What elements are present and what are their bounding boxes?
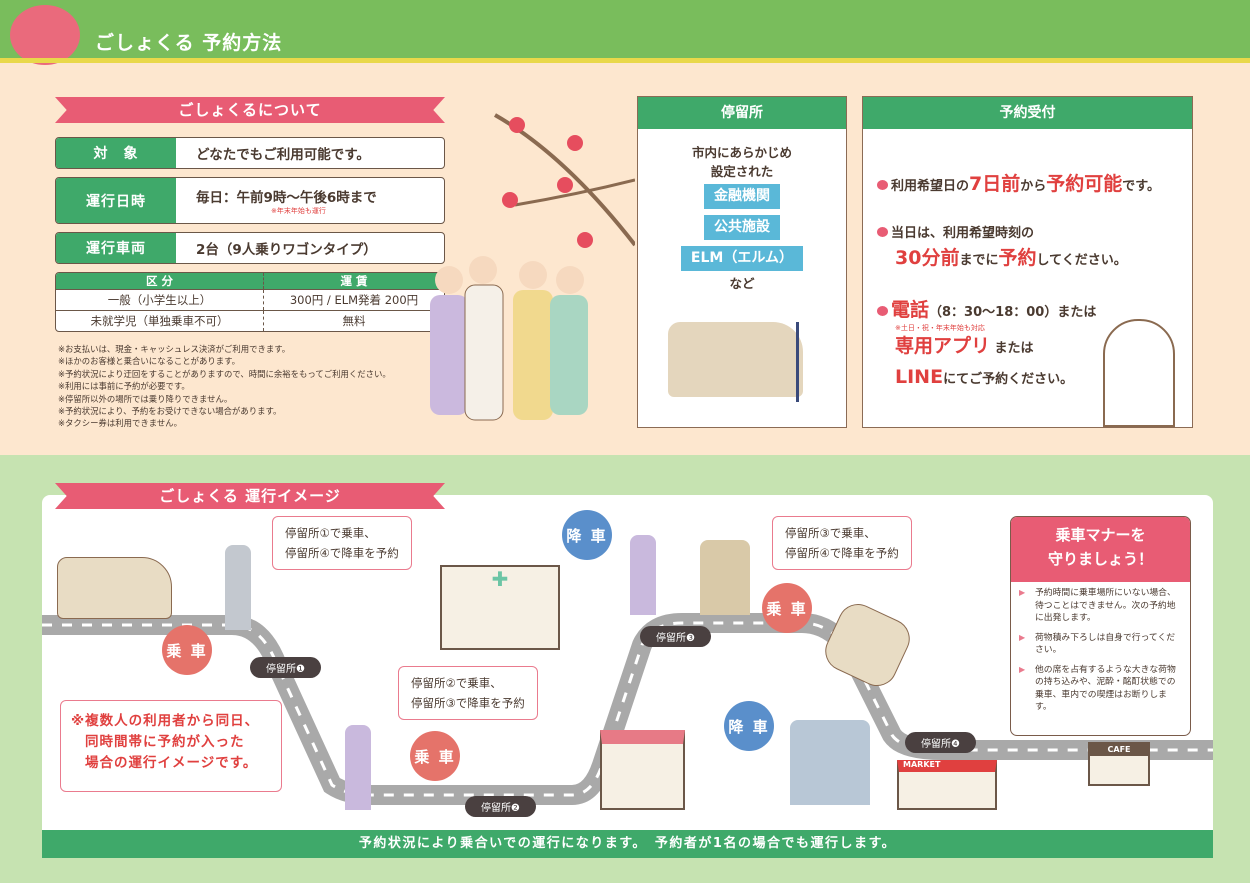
fare-cell: 一般（小学生以上） [56, 290, 264, 310]
phone-person-illustration [1103, 319, 1175, 427]
bullet-icon [877, 180, 888, 190]
speech-bubble: 停留所③で乗車、停留所④で降車を予約 [772, 516, 912, 570]
stops-etc: など [729, 276, 755, 291]
fare-header: 運 賃 [340, 274, 368, 288]
operation-ribbon: ごしょくる 運行イメージ [55, 483, 445, 509]
hours-row: 運行日時 毎日：午前9時～午後6時まで※年末年始も運行 [55, 177, 445, 224]
manners-title: 守りましょう！ [1047, 550, 1153, 568]
people-illustration [700, 540, 750, 615]
apple-icon [10, 5, 80, 65]
stops-box: 停留所 市内にあらかじめ 設定された 金融機関 公共施設 ELM（エルム） など [637, 96, 847, 428]
table-row: 一般（小学生以上） 300円 / ELM発着 200円 [56, 289, 444, 310]
van-illustration [57, 557, 172, 619]
manner-item: 他の席を占有するような大きな荷物の持ち込みや、泥酔・酩酊状態での乗車、車内での喫… [1011, 659, 1190, 716]
header-band [0, 0, 1250, 58]
row-note: ※年末年始も運行 [271, 206, 326, 215]
stops-intro: 市内にあらかじめ [691, 145, 792, 160]
fare-cell: 300円 / ELM発着 200円 [289, 293, 419, 307]
target-row: 対 象 どなたでもご利用可能です。 [55, 137, 445, 169]
speech-bubble: 停留所①で乗車、停留所④で降車を予約 [272, 516, 412, 570]
note: ※利用には事前に予約が必要です。 [58, 381, 190, 392]
stop-label-3: 停留所❸ [640, 626, 711, 647]
row-value: 毎日：午前9時～午後6時まで [196, 189, 377, 206]
people-illustration [790, 720, 870, 805]
manners-title: 乗車マナーを [1055, 526, 1146, 544]
cafe-illustration: CAFE [1088, 742, 1150, 786]
stop-label-4: 停留所❹ [905, 732, 976, 753]
row-label: 対 象 [56, 138, 176, 168]
market-illustration: MARKET [897, 760, 997, 810]
row-value: どなたでもご利用可能です。 [196, 147, 370, 163]
stop-tag-elm: ELM（エルム） [680, 246, 804, 271]
reservation-line-1: 利用希望日の7日前から予約可能です。 [877, 169, 1160, 196]
page-title: ごしょくる 予約方法 [95, 32, 283, 54]
vehicle-row: 運行車両 2台（9人乗りワゴンタイプ） [55, 232, 445, 264]
fare-header: 区 分 [56, 273, 264, 289]
ride-badge: 乗 車 [162, 625, 212, 675]
bullet-icon [877, 306, 888, 316]
reservation-title: 予約受付 [863, 97, 1192, 129]
manner-item: 荷物積み下ろしは自身で行ってください。 [1011, 627, 1190, 659]
van-illustration [668, 322, 803, 397]
footer-banner: 予約状況により乗合いでの運行になります。 予約者が1名の場合でも運行します。 [42, 830, 1213, 858]
family-tree-illustration [430, 113, 635, 421]
stops-title: 停留所 [638, 97, 846, 129]
stop-label-1: 停留所❶ [250, 657, 321, 678]
person-illustration [225, 545, 251, 630]
note: ※ほかのお客様と乗合いになることがあります。 [58, 356, 241, 367]
stop-tag-finance: 金融機関 [704, 184, 780, 209]
row-label: 運行日時 [56, 178, 176, 223]
fare-cell: 無料 [342, 314, 366, 328]
drop-badge: 降 車 [562, 510, 612, 560]
note: ※お支払いは、現金・キャッシュレス決済がご利用できます。 [58, 344, 291, 354]
market-sign: MARKET [903, 760, 941, 769]
bullet-icon [877, 227, 888, 237]
note: ※停留所以外の場所では乗り降りできません。 [58, 393, 233, 404]
person-illustration [345, 725, 371, 810]
manner-item: 予約時間に乗車場所にいない場合、待つことはできません。次の予約地に出発します。 [1011, 582, 1190, 627]
house-illustration [600, 730, 685, 810]
note: ※予約状況により、予約をお受けできない場合があります。 [58, 406, 282, 417]
speech-bubble: 停留所②で乗車、停留所③で降車を予約 [398, 666, 538, 720]
ride-badge: 乗 車 [762, 583, 812, 633]
stops-intro: 設定された [710, 164, 774, 179]
row-value: 2台（9人乗りワゴンタイプ） [196, 242, 377, 258]
person-illustration [630, 535, 656, 615]
explanation-box: ※複数人の利用者から同日、同時間帯に予約が入った場合の運行イメージです。 [60, 700, 282, 792]
ride-badge: 乗 車 [410, 731, 460, 781]
row-label: 運行車両 [56, 233, 176, 263]
notes-list: ※お支払いは、現金・キャッシュレス決済がご利用できます。 ※ほかのお客様と乗合いに… [58, 343, 391, 430]
note: ※予約状況により迂回をすることがありますので、時間に余裕をもってご利用ください。 [58, 368, 391, 379]
stop-tag-public: 公共施設 [704, 215, 780, 240]
table-row: 未就学児（単独乗車不可） 無料 [56, 310, 444, 331]
header-stripe [0, 58, 1250, 63]
drop-badge: 降 車 [724, 701, 774, 751]
cafe-sign: CAFE [1090, 744, 1148, 756]
fare-cell: 未就学児（単独乗車不可） [56, 311, 264, 331]
bus-stop-sign-icon [796, 322, 816, 402]
stop-label-2: 停留所❷ [465, 796, 536, 817]
about-ribbon: ごしょくるについて [55, 97, 445, 123]
note: ※タクシー券は利用できません。 [58, 418, 183, 429]
hospital-illustration: ✚ [440, 565, 560, 650]
hospital-cross-icon: ✚ [491, 567, 509, 591]
fare-table: 区 分 運 賃 一般（小学生以上） 300円 / ELM発着 200円 未就学児（単… [55, 272, 445, 332]
